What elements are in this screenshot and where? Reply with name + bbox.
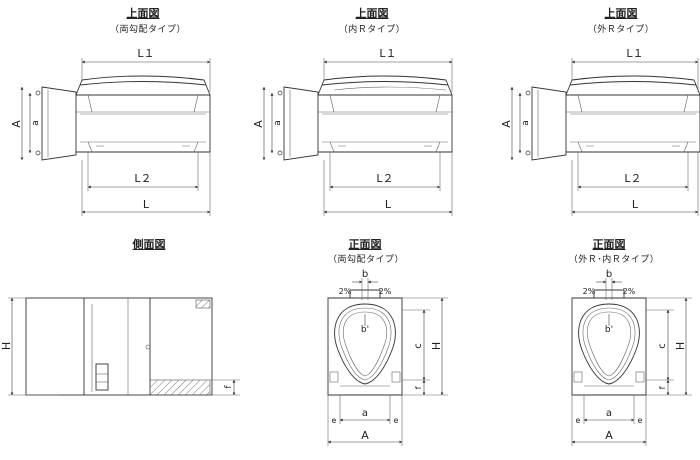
dim-label-e-right: e [638, 416, 643, 425]
dim-label-L1: L１ [137, 47, 154, 60]
dim-label-slope-left: 2% [583, 287, 596, 296]
dim-label-A: A [252, 120, 265, 128]
title-top-outer-r: 上面図 [604, 7, 638, 20]
dim-label-slope-right: 2% [379, 287, 392, 296]
dim-label-L: L [143, 198, 150, 211]
side-view [8, 297, 240, 396]
subtitle-top-outer-r: （外Ｒタイプ） [587, 25, 655, 35]
dim-label-a: a [31, 120, 41, 126]
dim-label-A: A [10, 120, 23, 128]
dim-label-f: f [658, 386, 667, 389]
dim-label-L1: L１ [626, 47, 643, 60]
dim-label-H: H [0, 342, 13, 350]
title-front-both-slope: 正面図 [348, 238, 382, 251]
dim-label-a: a [273, 120, 283, 126]
dim-label-e-left: e [576, 416, 581, 425]
dim-label-c: c [413, 343, 424, 349]
front-view-outer-inner-r [571, 278, 692, 446]
subtitle-front-both-slope: （両勾配タイプ） [327, 255, 404, 265]
dim-label-L2: L２ [624, 172, 641, 185]
top-view-inner-r [262, 58, 453, 216]
title-side-view: 側面図 [132, 238, 166, 251]
dim-label-a: a [521, 120, 531, 126]
front-view-both-slope [327, 278, 448, 446]
title-top-both-slope: 上面図 [126, 7, 160, 20]
dim-label-slope-left: 2% [339, 287, 352, 296]
top-view-outer-r [510, 58, 700, 216]
dim-label-A: A [361, 429, 369, 442]
dim-label-b: b [362, 269, 368, 280]
subtitle-top-both-slope: （両勾配タイプ） [109, 25, 186, 35]
dim-label-a: a [606, 408, 612, 419]
dim-label-e-right: e [394, 416, 399, 425]
top-view-both-slope [20, 58, 211, 216]
dim-label-f: f [224, 385, 234, 389]
dim-label-L2: L２ [134, 172, 151, 185]
dim-label-A: A [500, 120, 513, 128]
dim-label-b-prime: b' [605, 325, 613, 335]
title-top-inner-r: 上面図 [355, 7, 389, 20]
dim-label-b: b [606, 269, 612, 280]
dim-label-L: L [632, 198, 639, 211]
dim-label-slope-right: 2% [623, 287, 636, 296]
title-front-outer-inner-r: 正面図 [592, 238, 626, 251]
subtitle-top-inner-r: （内Ｒタイプ） [338, 25, 406, 35]
subtitle-front-outer-inner-r: （外Ｒ･内Ｒタイプ） [568, 255, 660, 265]
dim-label-L2: L２ [376, 172, 393, 185]
dim-label-a: a [362, 408, 368, 419]
dim-label-e-left: e [332, 416, 337, 425]
dim-label-L1: L１ [379, 47, 396, 60]
dim-label-b-prime: b' [361, 325, 369, 335]
dim-label-c: c [657, 343, 668, 349]
dim-label-L: L [385, 198, 392, 211]
dim-label-f: f [414, 386, 423, 389]
dim-label-H: H [674, 342, 687, 350]
dim-label-A: A [605, 429, 613, 442]
dim-label-H: H [430, 342, 443, 350]
